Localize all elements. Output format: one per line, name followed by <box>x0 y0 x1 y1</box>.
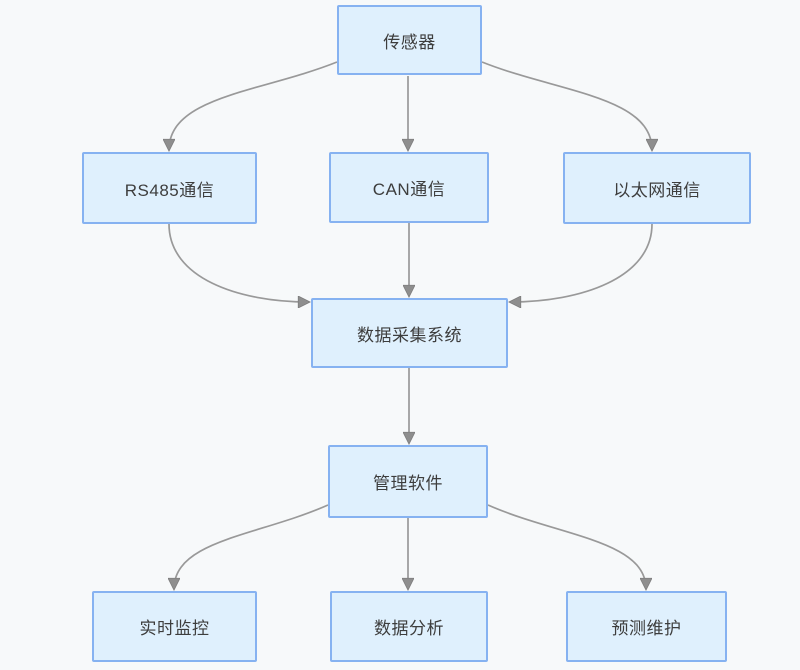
edge-software-to-maintenance <box>487 504 646 589</box>
node-label: 实时监控 <box>139 619 210 638</box>
node-label: 数据采集系统 <box>357 325 462 345</box>
node-label: 管理软件 <box>373 474 443 493</box>
node-label: 传感器 <box>383 32 436 52</box>
node-label: 数据分析 <box>374 619 444 638</box>
edge-sensor-to-ethernet <box>481 61 652 150</box>
node-label: 以太网通信 <box>613 180 701 200</box>
node-daq: 数据采集系统 <box>311 298 508 368</box>
node-maintenance: 预测维护 <box>566 591 727 662</box>
node-label: RS485通信 <box>124 180 215 200</box>
node-can: CAN通信 <box>329 152 489 223</box>
node-label: CAN通信 <box>372 180 446 199</box>
node-sensor: 传感器 <box>337 5 482 75</box>
node-ethernet: 以太网通信 <box>563 152 751 224</box>
edge-ethernet-to-daq <box>510 223 653 302</box>
node-software: 管理软件 <box>328 445 488 518</box>
edge-sensor-to-rs485 <box>169 61 338 150</box>
edge-software-to-monitor <box>174 504 329 589</box>
node-rs485: RS485通信 <box>82 152 257 224</box>
node-label: 预测维护 <box>611 619 682 638</box>
node-analysis: 数据分析 <box>330 591 488 662</box>
node-monitor: 实时监控 <box>92 591 257 662</box>
edge-rs485-to-daq <box>168 223 309 302</box>
